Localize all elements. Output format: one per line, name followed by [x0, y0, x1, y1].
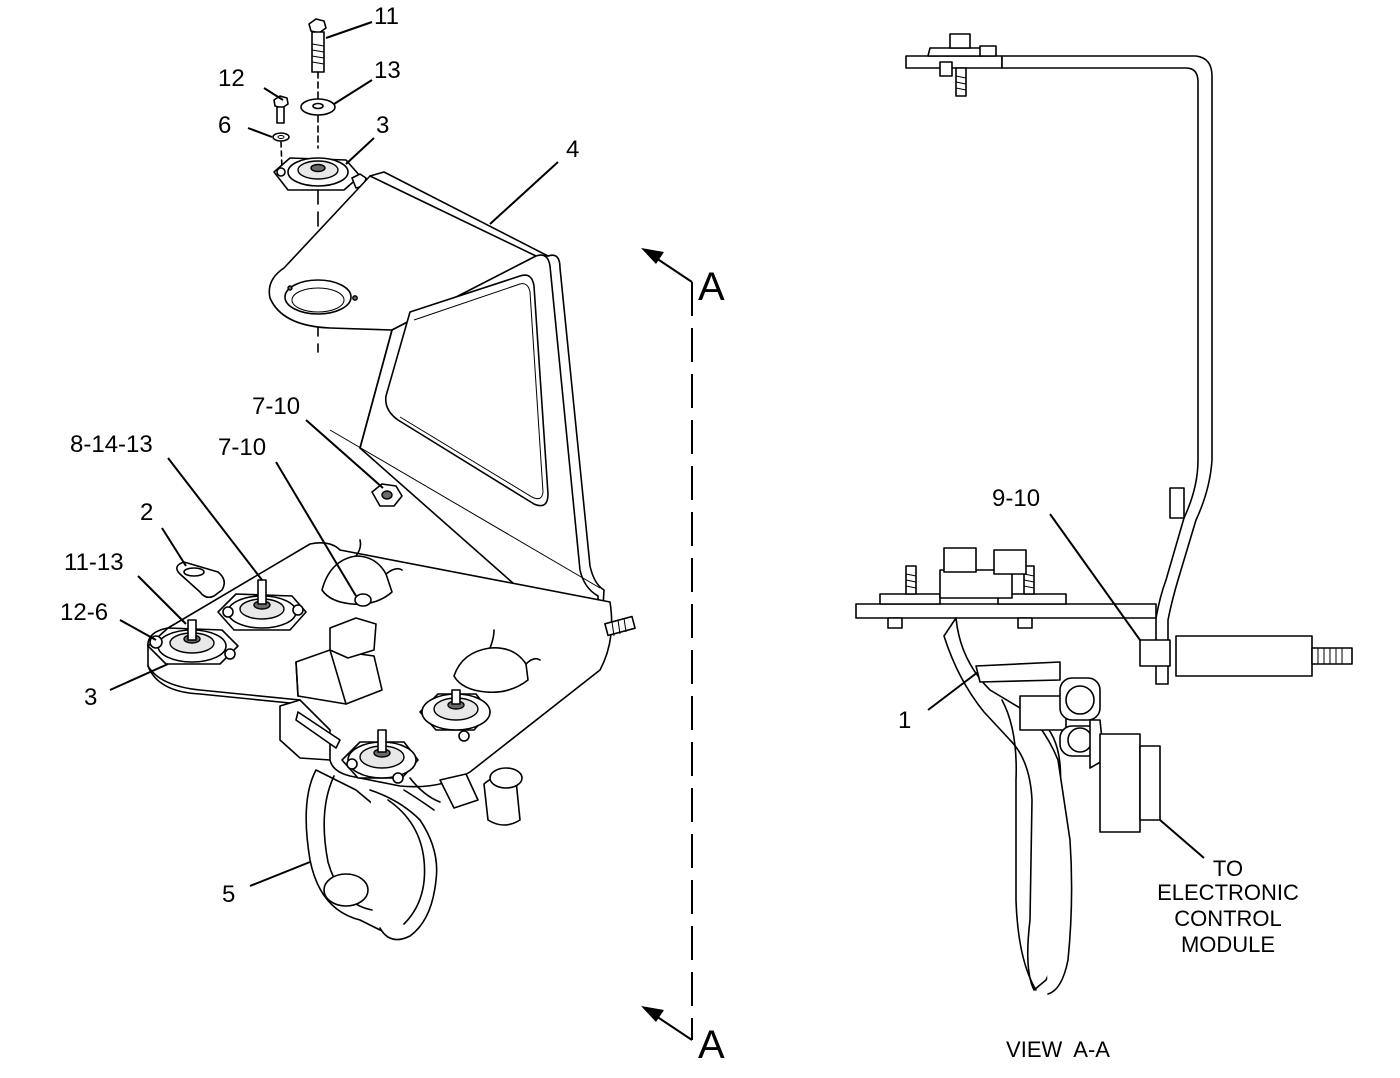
callout-12: 12 — [218, 65, 245, 92]
section-letter-bottom: A — [698, 1023, 725, 1067]
callout-7-10-b: 7-10 — [218, 434, 266, 461]
view-caption: VIEW A-A — [1006, 1037, 1110, 1062]
callout-9-10: 9-10 — [992, 485, 1040, 512]
callout-5: 5 — [222, 881, 235, 908]
callout-13-top: 13 — [374, 57, 401, 84]
callout-7-10-a: 7-10 — [252, 393, 300, 420]
section-line-a-a — [641, 248, 693, 1041]
mounting-bracket-4 — [147, 171, 636, 788]
callout-leaders-right — [927, 513, 1205, 859]
callout-4: 4 — [566, 136, 579, 163]
bolt-11 — [308, 18, 327, 73]
callout-3-top: 3 — [376, 112, 389, 139]
callout-11-top: 11 — [374, 3, 399, 30]
callout-leaders-left — [109, 21, 559, 887]
bracket-assembly-isometric — [147, 18, 636, 941]
isolator-mount-lower-right — [419, 689, 491, 742]
callout-11-13: 11-13 — [64, 549, 124, 576]
callout-6: 6 — [218, 112, 231, 139]
callout-3-bottom: 3 — [84, 684, 97, 711]
lockwasher-6 — [272, 132, 290, 142]
ground-strap-2 — [176, 561, 226, 599]
wiring-harness-5 — [305, 769, 441, 941]
isolator-mount-11-13 — [147, 619, 239, 665]
ecm-note-line3: CONTROL — [1174, 906, 1282, 931]
electronic-module-connectors — [279, 617, 523, 826]
bolt-12 — [273, 95, 289, 124]
callout-labels: 11 12 13 6 3 4 7-10 8-14-13 7-10 2 11-13… — [60, 3, 1299, 1067]
washer-13 — [300, 98, 336, 116]
callout-2: 2 — [140, 499, 153, 526]
callout-1: 1 — [898, 707, 911, 734]
ecm-note-line4: MODULE — [1181, 932, 1275, 957]
view-a-a-side — [855, 33, 1353, 995]
ecm-note-line2: ELECTRONIC — [1157, 880, 1299, 905]
section-letter-top: A — [698, 265, 725, 309]
ecm-note-line1: TO — [1213, 856, 1243, 881]
callout-8-14-13: 8-14-13 — [70, 431, 153, 458]
isolator-mount-3-top — [273, 157, 367, 191]
isolator-mount-lower-front — [341, 729, 419, 784]
isolator-mount-8-14-13 — [217, 579, 307, 631]
callout-12-6: 12-6 — [60, 599, 108, 626]
